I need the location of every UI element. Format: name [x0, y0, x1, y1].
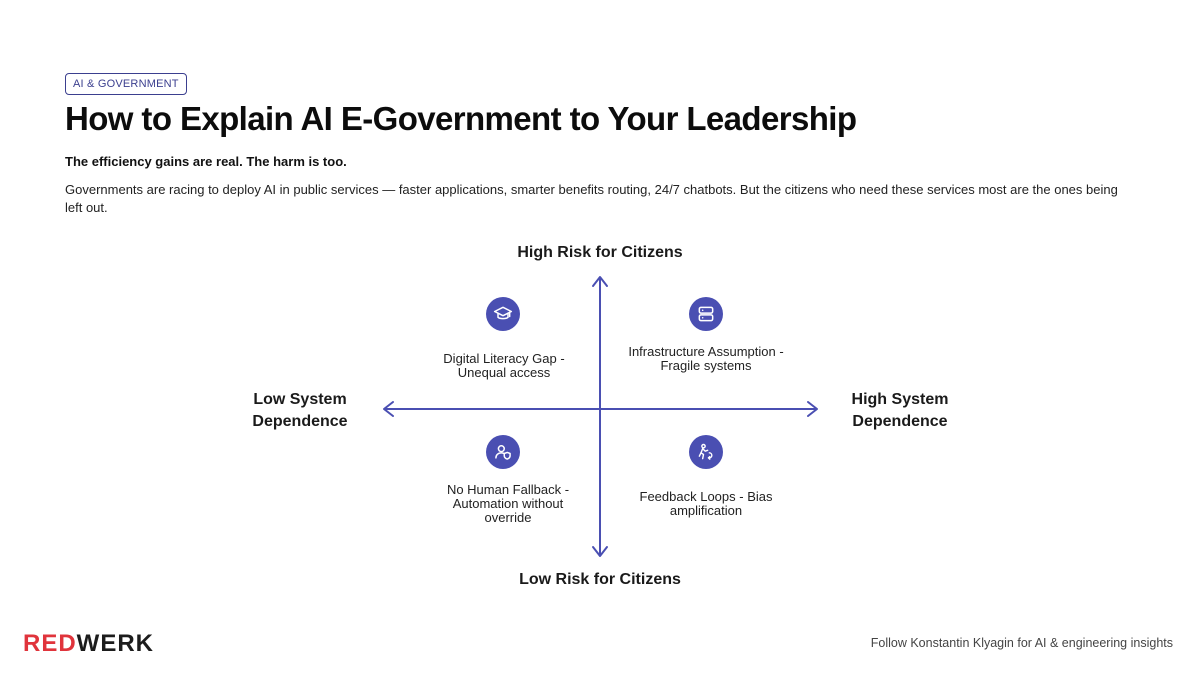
axis-label-top: High Risk for Citizens — [517, 244, 683, 261]
quadrant-top-right-label: Infrastructure Assumption - Fragile syst… — [628, 344, 784, 373]
arrow-down — [592, 546, 608, 557]
redwerk-logo: REDWERK — [23, 630, 154, 658]
logo-dark-part: WERK — [76, 630, 154, 657]
page-subtitle: The efficiency gains are real. The harm … — [65, 154, 347, 169]
logo-red-part: RED — [23, 630, 77, 657]
intro-paragraph: Governments are racing to deploy AI in p… — [65, 182, 1118, 215]
category-tag: AI & GOVERNMENT — [65, 73, 187, 95]
axis-label-bottom: Low Risk for Citizens — [519, 571, 681, 588]
loop-person-icon — [689, 435, 723, 469]
follow-note: Follow Konstantin Klyagin for AI & engin… — [870, 636, 1173, 650]
quadrant-bottom-right-label: Feedback Loops - Bias amplification — [639, 489, 773, 518]
user-shield-icon — [486, 435, 520, 469]
arrow-left — [383, 401, 394, 417]
quadrant-top-left-label: Digital Literacy Gap - Unequal access — [443, 351, 565, 380]
axis-label-right: High System Dependence — [851, 391, 949, 430]
axis-label-left: Low System Dependence — [252, 391, 348, 430]
page-title: How to Explain AI E-Government to Your L… — [65, 100, 857, 137]
arrow-right — [807, 401, 818, 417]
quadrant-bottom-left-label: No Human Fallback - Automation without o… — [446, 482, 570, 525]
graduation-cap-icon — [486, 297, 520, 331]
server-icon — [689, 297, 723, 331]
arrow-up — [592, 276, 608, 287]
